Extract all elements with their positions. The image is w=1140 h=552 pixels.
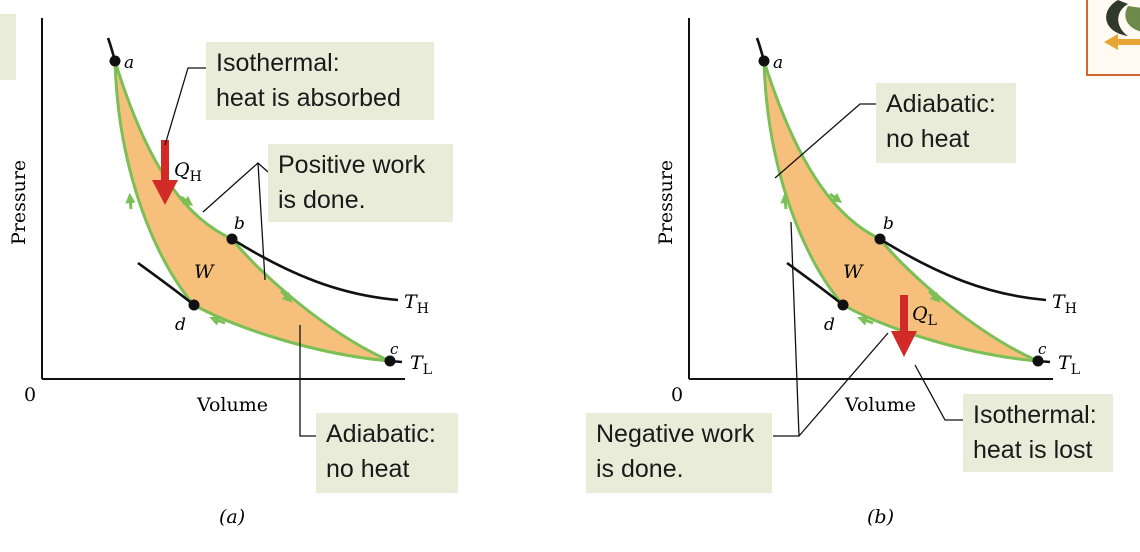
panel-a-isotherm-high-label: TH xyxy=(404,291,429,317)
panel-b-callout-adiabatic: Adiabatic: no heat xyxy=(876,83,1016,163)
callout-line: heat is lost xyxy=(973,436,1093,464)
panel-a-leader-isothermal xyxy=(164,67,208,146)
panel-b-label-d: d xyxy=(824,315,835,335)
panel-a-point-b xyxy=(226,233,238,245)
panel-b-label-c: c xyxy=(1038,340,1047,358)
panel-a-heat-label: QH xyxy=(174,159,202,185)
corner-logo xyxy=(1086,0,1140,76)
panel-a-point-a xyxy=(109,55,121,67)
panel-a-point-d xyxy=(188,299,200,311)
panel-a-direction-arrow xyxy=(125,192,136,210)
panel-a-point-c xyxy=(384,355,396,367)
panel-a-y-axis-label: Pressure xyxy=(8,160,30,245)
callout-line: no heat xyxy=(886,125,970,153)
callout-line: Isothermal: xyxy=(216,49,340,77)
panel-b-direction-arrow xyxy=(780,192,791,210)
panel-b-leader-adiabatic xyxy=(774,103,882,179)
panel-a-x-axis-label: Volume xyxy=(196,394,268,416)
logo-icon xyxy=(1104,0,1140,50)
panel-a-direction-arrow xyxy=(279,289,293,303)
panel-a-direction-arrow xyxy=(180,195,194,207)
panel-a-isotherm-low-label: TL xyxy=(410,352,432,378)
panel-b-point-c xyxy=(1032,355,1044,367)
callout-line: no heat xyxy=(326,455,410,483)
panel-b-point-d xyxy=(837,299,849,311)
panel-b-direction-arrow xyxy=(829,192,843,204)
panel-a-callout-isothermal: Isothermal: heat is absorbed xyxy=(206,42,434,120)
panel-a-label-c: c xyxy=(390,340,399,358)
panel-b-y-axis-label: Pressure xyxy=(655,160,677,245)
panel-b-work-label: W xyxy=(843,261,864,283)
callout-line: Adiabatic: xyxy=(326,420,436,448)
panel-a-leader-work xyxy=(202,162,269,281)
panel-b-heat-label: QL xyxy=(912,303,937,329)
panel-b-label-a: a xyxy=(773,53,783,73)
panel-a-origin-label: 0 xyxy=(24,384,36,406)
panel-b: a b c d W QL TH TL 0 Volume Pressure (b) xyxy=(655,18,1080,528)
panel-a-work-label: W xyxy=(194,261,215,283)
cropped-side-note xyxy=(0,14,16,80)
panel-a-label-a: a xyxy=(124,53,134,73)
panel-a-heat-in-arrow xyxy=(152,140,178,205)
panel-b-leader-work xyxy=(773,221,889,437)
panel-b-callout-isothermal: Isothermal: heat is lost xyxy=(963,394,1113,472)
panel-a-label-b: b xyxy=(234,214,245,234)
panel-b-isotherm-low-label: TL xyxy=(1058,352,1080,378)
panel-b-caption: (b) xyxy=(867,506,894,528)
panel-b-x-axis-label: Volume xyxy=(844,394,916,416)
callout-line: is done. xyxy=(278,186,366,214)
panel-b-isotherm-high-label: TH xyxy=(1052,291,1077,317)
callout-line: Adiabatic: xyxy=(886,90,996,118)
panel-b-label-b: b xyxy=(883,214,894,234)
callout-line: Positive work xyxy=(278,151,426,179)
panel-a: a b c d W QH TH TL 0 Volume Pressure (a) xyxy=(8,18,432,528)
callout-line: Isothermal: xyxy=(973,401,1097,429)
panel-a-leader-adiabatic xyxy=(299,325,320,437)
callout-line: is done. xyxy=(596,455,684,483)
panel-b-point-b xyxy=(874,233,886,245)
panel-b-point-a xyxy=(758,55,770,67)
panel-b-heat-out-arrow xyxy=(891,295,917,357)
panel-a-callout-adiabatic: Adiabatic: no heat xyxy=(316,413,458,493)
panel-a-label-d: d xyxy=(175,315,186,335)
panel-b-leader-isothermal xyxy=(914,364,965,421)
callout-line: heat is absorbed xyxy=(216,84,401,112)
panel-b-callout-negative-work: Negative work is done. xyxy=(586,413,772,493)
panel-a-direction-arrow xyxy=(209,315,226,326)
panel-b-direction-arrow xyxy=(857,315,874,326)
panel-b-origin-label: 0 xyxy=(671,384,683,406)
panel-a-callout-positive-work: Positive work is done. xyxy=(268,144,453,222)
callout-line: Negative work xyxy=(596,420,755,448)
panel-b-direction-arrow xyxy=(927,289,941,303)
panel-a-caption: (a) xyxy=(219,506,245,528)
